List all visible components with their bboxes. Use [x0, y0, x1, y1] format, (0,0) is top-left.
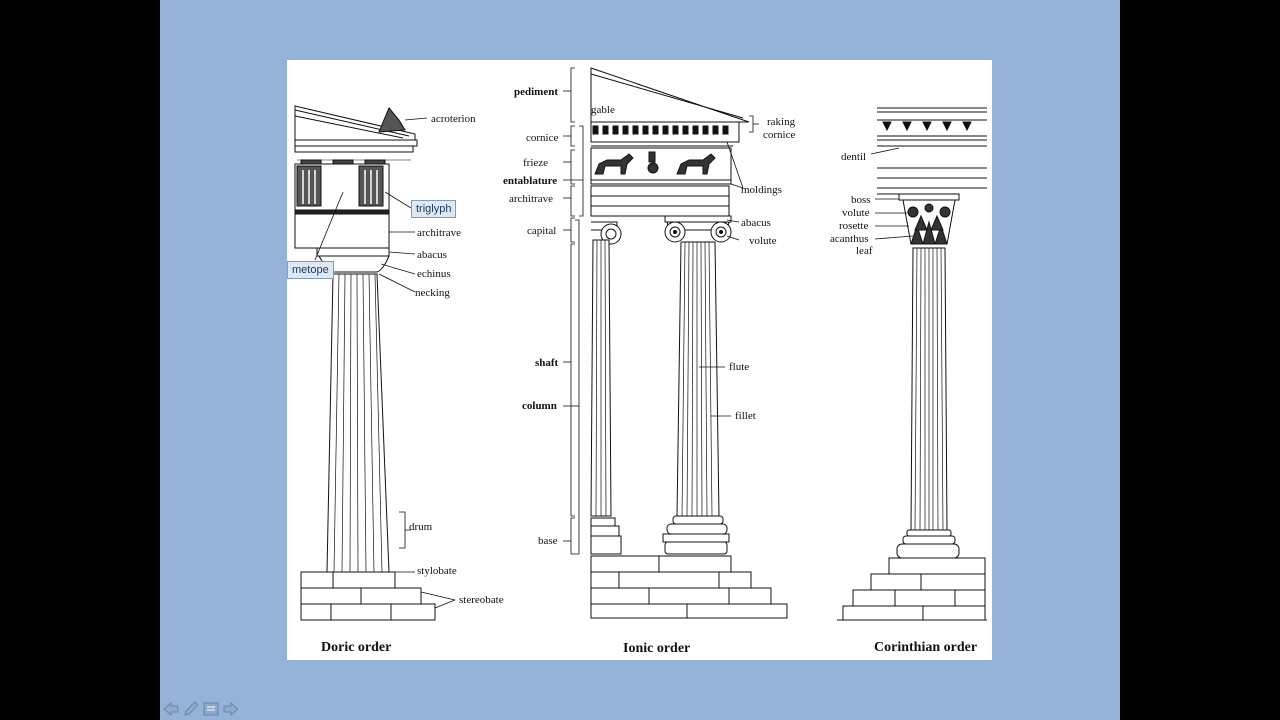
label-ionic-volute: volute — [749, 235, 777, 247]
label-raking-cornice: cornice — [763, 129, 795, 141]
label-dentil: dentil — [841, 151, 866, 163]
callout-triglyph: triglyph — [411, 200, 457, 218]
label-shaft: shaft — [535, 357, 559, 369]
corinthian-order — [837, 107, 987, 621]
label-cornice: cornice — [526, 132, 558, 144]
slide-background: acroterion architrave abacus echinus nec… — [160, 0, 1120, 720]
label-fillet: fillet — [735, 410, 756, 422]
label-doric-architrave: architrave — [417, 227, 461, 239]
label-acroterion: acroterion — [431, 113, 476, 125]
slide-canvas: acroterion architrave abacus echinus nec… — [287, 60, 992, 660]
slideshow-nav — [162, 700, 240, 720]
label-necking: necking — [415, 287, 450, 299]
callout-metope: metope — [287, 261, 334, 279]
label-ionic-abacus: abacus — [741, 217, 771, 229]
ionic-order — [563, 67, 788, 619]
label-stylobate: stylobate — [417, 565, 457, 577]
label-ionic-architrave: architrave — [509, 193, 553, 205]
slide-menu-icon[interactable] — [202, 700, 220, 718]
caption-corinthian: Corinthian order — [874, 640, 977, 655]
label-frieze: frieze — [523, 157, 548, 169]
label-leaf: leaf — [856, 245, 873, 257]
label-doric-abacus: abacus — [417, 249, 447, 261]
label-raking: raking — [767, 116, 796, 128]
orders-diagram: acroterion architrave abacus echinus nec… — [294, 67, 987, 656]
arrow-left-icon[interactable] — [162, 700, 180, 718]
label-acanthus: acanthus — [830, 233, 868, 245]
caption-doric: Doric order — [321, 640, 391, 655]
label-pediment: pediment — [514, 86, 558, 98]
label-gable: gable — [591, 104, 615, 116]
label-base: base — [538, 535, 558, 547]
label-rosette: rosette — [839, 220, 868, 232]
label-entablature: entablature — [503, 175, 557, 187]
label-stereobate: stereobate — [459, 594, 504, 606]
label-moldings: moldings — [741, 184, 782, 196]
arrow-right-icon[interactable] — [222, 700, 240, 718]
label-flute: flute — [729, 361, 749, 373]
label-drum: drum — [409, 521, 433, 533]
label-corinthian-volute: volute — [842, 207, 870, 219]
caption-ionic: Ionic order — [623, 641, 690, 656]
label-boss: boss — [851, 194, 871, 206]
label-echinus: echinus — [417, 268, 451, 280]
doric-order — [294, 105, 456, 621]
label-column: column — [522, 400, 557, 412]
label-capital: capital — [527, 225, 556, 237]
pen-icon[interactable] — [182, 700, 200, 718]
